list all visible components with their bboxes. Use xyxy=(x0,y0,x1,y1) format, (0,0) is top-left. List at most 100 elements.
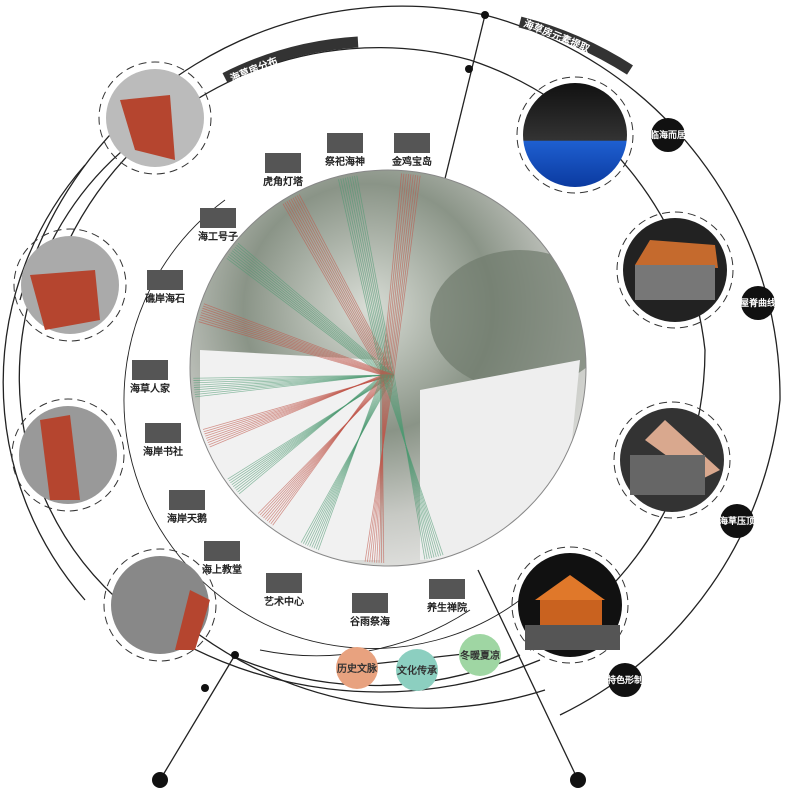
landmark-image xyxy=(394,133,430,153)
connection-line xyxy=(261,374,392,517)
connection-line xyxy=(393,374,426,560)
connection-line xyxy=(305,374,392,545)
theme-pill-label: 历史文脉 xyxy=(337,662,378,675)
connection-line xyxy=(227,256,384,376)
connection-line xyxy=(199,316,386,376)
connection-line xyxy=(392,374,428,560)
theme-pill: 历史文脉 xyxy=(336,647,378,689)
element-node-label: 特色形制 xyxy=(607,674,643,686)
photo-roof-curve xyxy=(616,211,734,329)
connection-line xyxy=(387,174,412,376)
landmark: 祭祀海神 xyxy=(325,133,365,168)
connection-line xyxy=(231,250,389,376)
connection-line xyxy=(284,202,384,376)
theme-pill-label: 冬暖夏凉 xyxy=(460,649,500,662)
landmark: 养生禅院 xyxy=(426,579,467,614)
connection-line xyxy=(202,307,392,376)
connection-line xyxy=(227,374,395,480)
band-right xyxy=(518,16,633,75)
landmark-label: 谷雨祭海 xyxy=(350,615,390,628)
connection-line xyxy=(384,374,439,557)
connection-line xyxy=(344,177,387,376)
junction-dots xyxy=(152,11,586,788)
distribution-photos xyxy=(11,61,217,662)
distribution-photo xyxy=(11,398,125,512)
connection-line xyxy=(236,244,393,376)
connection-line xyxy=(226,257,383,376)
connection-line xyxy=(342,178,386,376)
landmark: 海岸天鹅 xyxy=(167,490,207,525)
connection-line xyxy=(386,174,409,376)
connection-line xyxy=(199,319,384,376)
connection-line xyxy=(259,374,393,516)
outer-rings xyxy=(2,5,781,781)
element-node-label: 屋脊曲线 xyxy=(740,297,776,309)
landmark-label: 养生禅院 xyxy=(426,601,467,614)
connection-line xyxy=(270,374,384,525)
connection-line xyxy=(313,374,386,549)
connection-line xyxy=(383,374,442,556)
connection-line xyxy=(264,374,389,520)
theme-pill: 冬暖夏凉 xyxy=(459,634,501,676)
connection-line xyxy=(290,198,389,376)
landmark: 礁岸海石 xyxy=(145,270,185,305)
element-node: 临海而居 xyxy=(650,118,686,152)
distribution-photo xyxy=(98,61,212,175)
connection-line xyxy=(268,374,386,523)
connection-line xyxy=(282,203,383,376)
connection-line xyxy=(307,374,390,546)
connection-line xyxy=(237,243,395,376)
connection-line xyxy=(200,312,389,376)
connection-line xyxy=(201,310,390,376)
connection-line xyxy=(380,374,384,563)
connection-line xyxy=(266,374,387,522)
connection-line xyxy=(369,374,392,563)
landmark-image xyxy=(204,541,240,561)
band-left xyxy=(222,36,359,83)
connection-line xyxy=(292,197,390,376)
connection-line xyxy=(263,374,390,519)
connection-line xyxy=(300,374,395,543)
theme-pill-label: 文化传承 xyxy=(397,664,437,677)
landmark-image xyxy=(132,360,168,380)
element-node: 海草压顶 xyxy=(719,504,755,538)
landmark: 海岸书社 xyxy=(143,423,183,458)
connection-line xyxy=(384,173,407,376)
connection-line xyxy=(315,374,384,550)
connection-line xyxy=(376,374,387,563)
connection-line xyxy=(390,174,416,376)
connection-line xyxy=(349,176,390,376)
landmark-image xyxy=(147,270,183,290)
connection-line xyxy=(347,177,389,376)
landmark-label: 海上教堂 xyxy=(202,563,242,576)
photo-seaside xyxy=(516,76,634,194)
band-right-label: 海草房元素提取 xyxy=(522,17,593,56)
connection-line xyxy=(386,374,437,558)
connection-line xyxy=(229,254,386,376)
connection-line xyxy=(378,374,386,563)
landmark-label: 海岸书社 xyxy=(143,445,183,458)
landmark-image xyxy=(266,573,302,593)
connection-line xyxy=(202,305,393,376)
connection-line xyxy=(200,314,387,376)
connection-line xyxy=(373,374,389,563)
connection-line xyxy=(233,248,390,376)
connection-line xyxy=(381,374,385,563)
landmark: 海上教堂 xyxy=(202,541,242,576)
landmark-image xyxy=(145,423,181,443)
element-node-label: 海草压顶 xyxy=(719,515,755,527)
connection-line xyxy=(203,303,395,376)
connection-line xyxy=(381,374,444,556)
connection-line xyxy=(356,175,395,376)
connection-line xyxy=(311,374,387,548)
connection-line xyxy=(234,246,392,376)
connection-line xyxy=(393,175,421,376)
element-node: 特色形制 xyxy=(607,663,643,697)
landmark-image xyxy=(265,153,301,173)
landmark-label: 虎角灯塔 xyxy=(263,175,304,188)
element-node-label: 临海而居 xyxy=(650,129,686,141)
landmark-image xyxy=(352,593,388,613)
connection-line xyxy=(390,374,430,559)
landmark: 谷雨祭海 xyxy=(350,593,390,628)
